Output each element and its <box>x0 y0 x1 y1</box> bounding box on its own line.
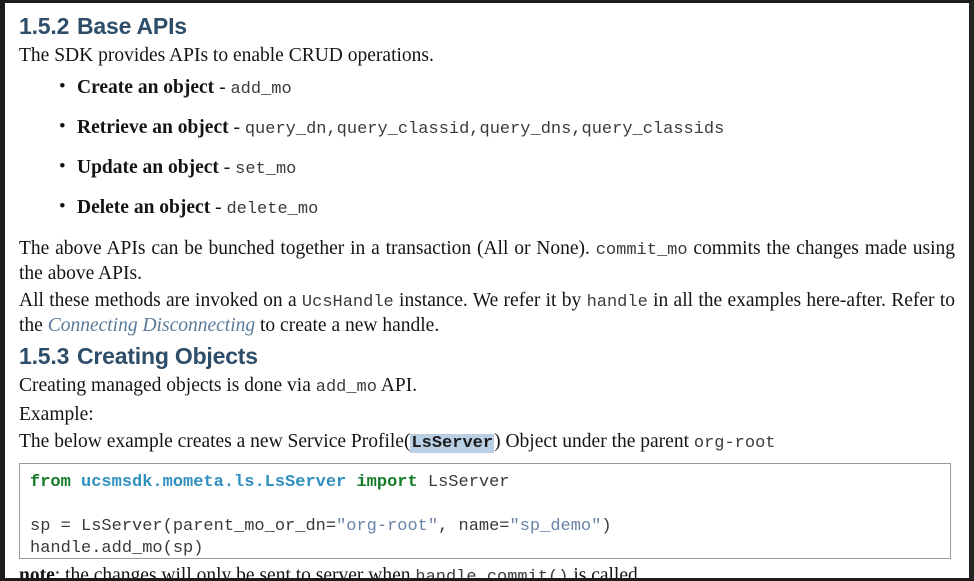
link-connecting-disconnecting[interactable]: Connecting Disconnecting <box>47 315 256 336</box>
creating-text-part1: Creating managed objects is done via <box>19 375 311 396</box>
inline-code-handle: handle <box>586 293 648 312</box>
note-paragraph: note: the changes will only be sent to s… <box>19 565 955 581</box>
transaction-text-part1: The above APIs can be bunched together i… <box>19 238 590 259</box>
base-apis-intro: The SDK provides APIs to enable CRUD ope… <box>19 45 434 66</box>
api-method-names: add_mo <box>230 80 292 99</box>
code-token-plain <box>346 473 356 492</box>
inline-code-add-mo: add_mo <box>315 378 377 397</box>
creating-text-part2: API. <box>380 375 418 396</box>
inline-code-handle-commit: handle.commit() <box>415 568 569 581</box>
api-separator: - <box>218 157 236 178</box>
transaction-text-part2: commits the changes made using the above… <box>19 238 956 284</box>
example-description: The below example creates a new Service … <box>19 430 955 455</box>
code-token-plain <box>418 473 428 492</box>
list-item: Update an object - set_mo <box>19 156 955 181</box>
api-method-names: query_dn,query_classid,query_dns,query_c… <box>244 120 725 139</box>
api-operation-label: Create an object <box>77 77 215 98</box>
note-text-part2: is called. <box>573 565 643 581</box>
list-item: Retrieve an object - query_dn,query_clas… <box>19 116 955 141</box>
api-separator: - <box>228 117 245 138</box>
handle-text-part4: to create a new handle. <box>260 315 440 336</box>
creating-objects-paragraph: Creating managed objects is done via add… <box>19 374 955 399</box>
handle-text-part3: in all the examples here-after. Refer to… <box>19 290 955 336</box>
api-operation-label: Update an object <box>77 157 219 178</box>
api-separator: - <box>214 77 231 98</box>
inline-code-org-root: org-root <box>693 434 776 453</box>
note-text-part1: : the changes will only be sent to serve… <box>54 565 411 581</box>
section-heading-base-apis: 1.5.2 Base APIs <box>19 13 955 40</box>
note-label: note <box>19 565 55 581</box>
code-token-plain: , name= <box>438 517 510 536</box>
section-number: 1.5.2 <box>19 13 70 39</box>
code-token-plain: ) <box>601 517 612 536</box>
code-token-module: ucsmsdk.mometa.ls.LsServer <box>81 473 347 492</box>
code-token-plain: handle.add_mo(sp) <box>30 539 204 558</box>
inline-code-commit-mo: commit_mo <box>595 241 688 260</box>
handle-paragraph: All these methods are invoked on a UcsHa… <box>19 289 955 337</box>
code-token-plain <box>71 473 81 492</box>
code-token-keyword: import <box>356 473 418 492</box>
inline-code-ucshandle: UcsHandle <box>301 293 394 312</box>
section-title: Creating Objects <box>77 343 258 369</box>
api-operation-label: Retrieve an object <box>77 117 229 138</box>
handle-text-part1: All these methods are invoked on a <box>19 290 297 311</box>
api-method-names: delete_mo <box>226 200 319 219</box>
code-token-string: "org-root" <box>336 517 439 536</box>
list-item: Create an object - add_mo <box>19 76 955 101</box>
api-operation-label: Delete an object <box>77 197 211 218</box>
api-operations-list: Create an object - add_mo Retrieve an ob… <box>19 76 955 221</box>
example-label: Example: <box>19 404 94 425</box>
handle-text-part2: instance. We refer it by <box>399 290 582 311</box>
highlighted-class-lsserver: LsServer <box>410 434 495 453</box>
example-text-part1: The below example creates a new Service … <box>19 431 411 452</box>
transaction-paragraph: The above APIs can be bunched together i… <box>19 237 955 285</box>
python-code-block: from ucsmsdk.mometa.ls.LsServer import L… <box>19 463 951 559</box>
code-token-string: "sp_demo" <box>509 517 602 536</box>
example-text-part2: ) Object under the parent <box>494 431 689 452</box>
document-content: 1.5.2 Base APIs The SDK provides APIs to … <box>5 3 969 581</box>
code-text: from ucsmsdk.mometa.ls.LsServer import L… <box>30 473 612 558</box>
code-token-plain: sp = LsServer(parent_mo_or_dn= <box>30 517 337 536</box>
api-separator: - <box>210 197 227 218</box>
list-item: Delete an object - delete_mo <box>19 196 955 221</box>
code-block-content: from ucsmsdk.mometa.ls.LsServer import L… <box>30 472 940 558</box>
section-number: 1.5.3 <box>19 343 70 369</box>
section-title: Base APIs <box>77 13 187 39</box>
api-method-names: set_mo <box>235 160 297 179</box>
code-token-keyword: from <box>30 473 71 492</box>
section-heading-creating-objects: 1.5.3 Creating Objects <box>19 343 955 370</box>
code-token-name: LsServer <box>427 473 510 492</box>
